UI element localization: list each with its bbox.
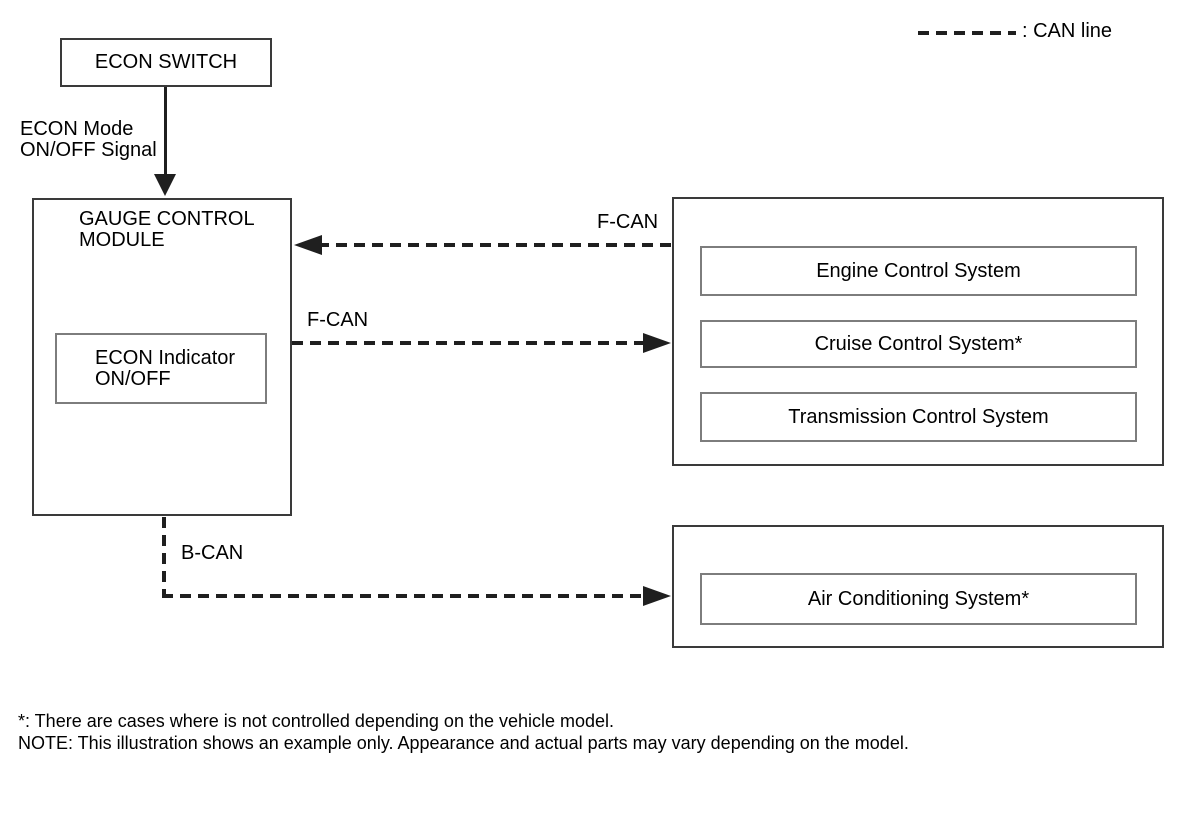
legend-can-line-label: : CAN line	[1022, 20, 1113, 42]
fcan-to-gauge-label: F-CAN	[597, 211, 659, 233]
bcan-label: B-CAN	[181, 542, 244, 564]
bcan-vertical-line	[162, 517, 166, 596]
air-conditioning-system-label: Air Conditioning System*	[807, 587, 1030, 610]
fcan-to-gauge-arrowhead-icon	[294, 235, 322, 255]
econ-signal-label-line2: ON/OFF Signal	[20, 139, 157, 161]
engine-control-system-box: Engine Control System	[700, 246, 1137, 296]
econ-signal-label-line1: ECON Mode	[20, 118, 134, 140]
econ-indicator-line2: ON/OFF	[95, 367, 171, 390]
footnote-asterisk: *: There are cases where is not controll…	[18, 711, 615, 731]
cruise-control-system-box: Cruise Control System*	[700, 320, 1137, 368]
bcan-horizontal-line	[162, 594, 644, 598]
econ-signal-arrowhead-icon	[154, 174, 176, 196]
econ-indicator-line1: ECON Indicator	[95, 346, 236, 369]
transmission-control-system-label: Transmission Control System	[788, 405, 1049, 428]
fcan-from-gauge-arrowhead-icon	[643, 333, 671, 353]
engine-control-system-label: Engine Control System	[816, 259, 1021, 282]
bcan-systems-group-box: Air Conditioning System*	[672, 525, 1164, 648]
econ-signal-line	[164, 87, 167, 175]
bcan-arrowhead-icon	[643, 586, 671, 606]
gauge-title-line2: MODULE	[79, 229, 165, 251]
fcan-from-gauge-line	[292, 341, 644, 345]
footnote-note: NOTE: This illustration shows an example…	[18, 733, 909, 753]
gauge-title-line1: GAUGE CONTROL	[79, 208, 255, 230]
econ-switch-label: ECON SWITCH	[94, 51, 238, 73]
fcan-to-gauge-line	[318, 243, 672, 247]
fcan-systems-group-box: Engine Control System Cruise Control Sys…	[672, 197, 1164, 466]
legend-can-line-sample	[918, 31, 1016, 35]
econ-switch-box: ECON SWITCH	[60, 38, 272, 87]
cruise-control-system-label: Cruise Control System*	[814, 332, 1023, 355]
fcan-from-gauge-label: F-CAN	[307, 309, 369, 331]
air-conditioning-system-box: Air Conditioning System*	[700, 573, 1137, 625]
transmission-control-system-box: Transmission Control System	[700, 392, 1137, 442]
